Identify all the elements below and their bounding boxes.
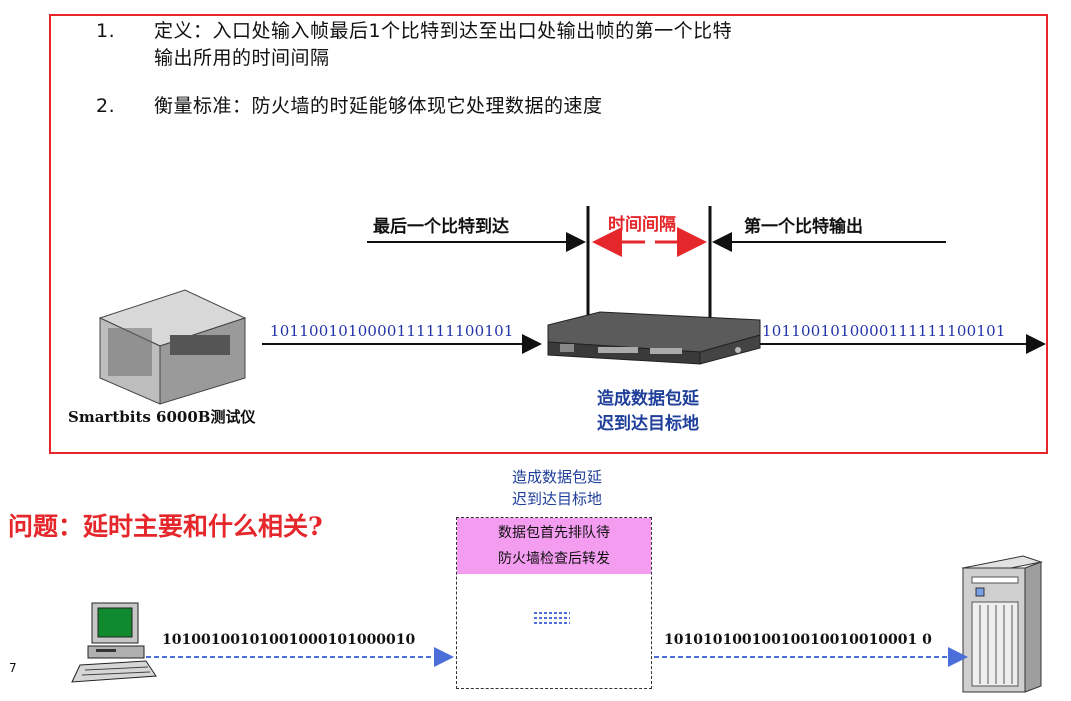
interval-label: 时间间隔 bbox=[608, 215, 676, 235]
right-bits: 10101010010010010010010001 0 bbox=[664, 632, 932, 648]
definition-2: 2.衡量标准：防火墙的时延能够体现它处理数据的速度 bbox=[96, 95, 603, 117]
last-bit-label: 最后一个比特到达 bbox=[373, 217, 509, 237]
tester-icon bbox=[98, 289, 247, 405]
question-text: 问题：延时主要和什么相关? bbox=[8, 512, 323, 541]
firewall-device-icon bbox=[547, 311, 761, 365]
queue-text: 数据包首先排队待 防火墙检查后转发 bbox=[498, 525, 610, 567]
queue-banner bbox=[457, 518, 651, 574]
input-bits: 1011001010000111111100101 bbox=[270, 322, 514, 340]
definition-1: 1.定义：入口处输入帧最后1个比特到达至出口处输出帧的第一个比特 bbox=[96, 20, 733, 42]
packet-queue-icon bbox=[534, 612, 570, 624]
pc-icon bbox=[71, 602, 157, 683]
server-icon bbox=[961, 555, 1043, 693]
left-bits: 10100100101001000101000010 bbox=[162, 632, 416, 648]
first-bit-label: 第一个比特输出 bbox=[744, 217, 863, 237]
bottom-caption: 造成数据包延 迟到达目标地 bbox=[511, 468, 602, 508]
definition-frame bbox=[49, 14, 1048, 454]
output-bits: 1011001010000111111100101 bbox=[762, 322, 1006, 340]
delay-caption: 造成数据包延 迟到达目标地 bbox=[597, 389, 699, 434]
page-number: 7 bbox=[9, 661, 17, 675]
tester-label: Smartbits 6000B测试仪 bbox=[68, 408, 256, 426]
firewall-box bbox=[456, 517, 652, 689]
definition-1-cont: 输出所用的时间间隔 bbox=[154, 47, 330, 69]
